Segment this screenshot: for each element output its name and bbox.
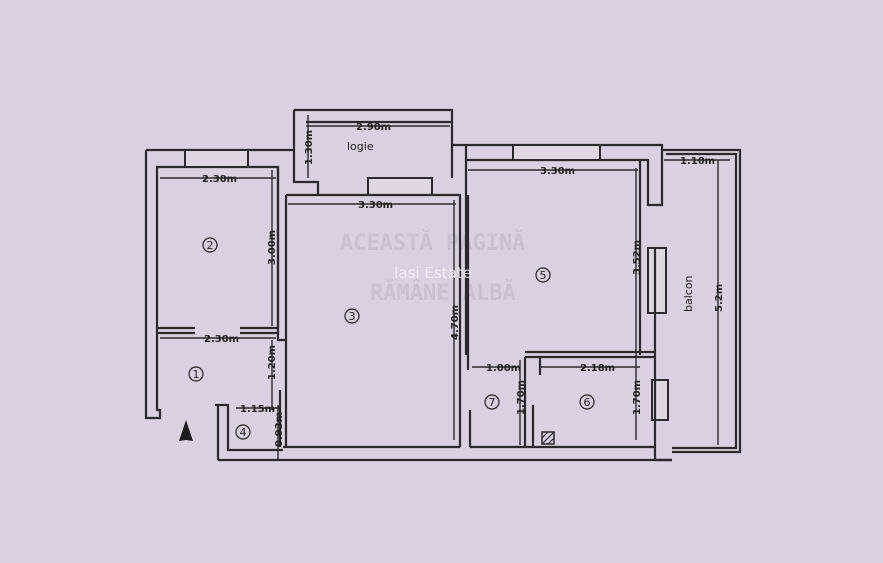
window-room3	[367, 177, 433, 196]
window-room2	[184, 149, 249, 168]
balcon-label: balcon	[682, 275, 695, 312]
room-1-label: 1	[193, 368, 200, 381]
stamp-line1: ACEASTĂ PAGINĂ	[340, 230, 525, 256]
room-labels: 2 1 3 4 5 6 7 logie balcon	[188, 140, 695, 440]
room-3-label: 3	[349, 310, 356, 323]
room-5-label: 5	[540, 269, 547, 282]
dim-logie-height: 1.30m	[304, 130, 315, 165]
dim-room4-width: 1.15m	[240, 404, 275, 415]
window-balcon-1	[647, 247, 667, 314]
dim-balcon-height: 5.2m	[714, 284, 725, 312]
room-7-label: 7	[489, 396, 496, 409]
stamp-line2: RĂMÂNE ALBĂ	[370, 280, 516, 306]
dim-room1-width: 2.30m	[204, 334, 239, 345]
room-4-label: 4	[240, 426, 247, 439]
logie-label: logie	[347, 140, 374, 153]
dim-room5-width: 3.30m	[540, 166, 575, 177]
dim-room2-height: 3.00m	[267, 230, 278, 265]
dim-room1-height: 1.20m	[267, 345, 278, 380]
dim-room7-height: 1.70m	[516, 380, 527, 415]
dim-room3-width: 3.30m	[358, 200, 393, 211]
watermark: Iasi Estate	[394, 264, 472, 282]
dim-balcon-width: 1.10m	[680, 156, 715, 167]
window-room5	[512, 144, 601, 161]
walls	[144, 108, 742, 462]
room-2-label: 2	[207, 239, 214, 252]
dimension-lines	[160, 115, 730, 460]
dim-room2-width: 2.30m	[202, 174, 237, 185]
dimension-labels: 2.30m 3.00m 2.30m 1.20m 2.90m 1.30m 3.30…	[202, 122, 725, 447]
dim-room6-height: 1.70m	[632, 380, 643, 415]
dim-room3-height: 4.70m	[450, 305, 461, 340]
north-arrow-icon	[179, 420, 193, 441]
dim-logie-width: 2.90m	[356, 122, 391, 133]
dim-room6-width: 2.18m	[580, 363, 615, 374]
dim-room4-height: 0.93m	[274, 412, 285, 447]
room-6-label: 6	[584, 396, 591, 409]
dim-room7-width: 1.00m	[486, 363, 521, 374]
dim-room5-height: 3.52m	[632, 240, 643, 275]
